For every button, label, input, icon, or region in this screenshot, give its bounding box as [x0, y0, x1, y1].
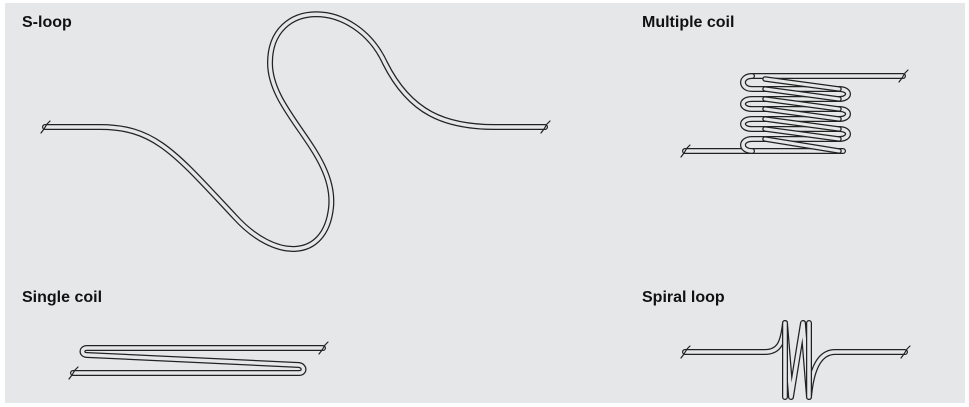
single-coil-label: Single coil — [22, 289, 103, 306]
pipe-loop-figure: S-loop Multiple coil Single coil Spiral … — [5, 3, 965, 403]
s-loop-left-break-mark — [40, 120, 51, 134]
spiral-loop-label: Spiral loop — [642, 289, 725, 306]
s-loop-label: S-loop — [22, 14, 72, 31]
spiral-loop-right-break-mark — [900, 345, 911, 359]
multiple-coil-label: Multiple coil — [642, 14, 735, 31]
single-coil-top-break-mark — [318, 341, 329, 355]
single-coil-pipe — [68, 341, 329, 380]
s-loop-pipe — [40, 11, 551, 252]
spiral-loop-left-break-mark — [680, 345, 691, 359]
spiral-loop-pipe — [680, 320, 911, 400]
s-loop-right-break-mark — [540, 120, 551, 134]
multiple-coil-pipe — [680, 69, 909, 158]
multiple-coil-bottom-break-mark — [680, 144, 691, 158]
drawing-canvas — [40, 11, 911, 400]
single-coil-bottom-break-mark — [68, 366, 79, 380]
multiple-coil-top-break-mark — [898, 69, 909, 83]
